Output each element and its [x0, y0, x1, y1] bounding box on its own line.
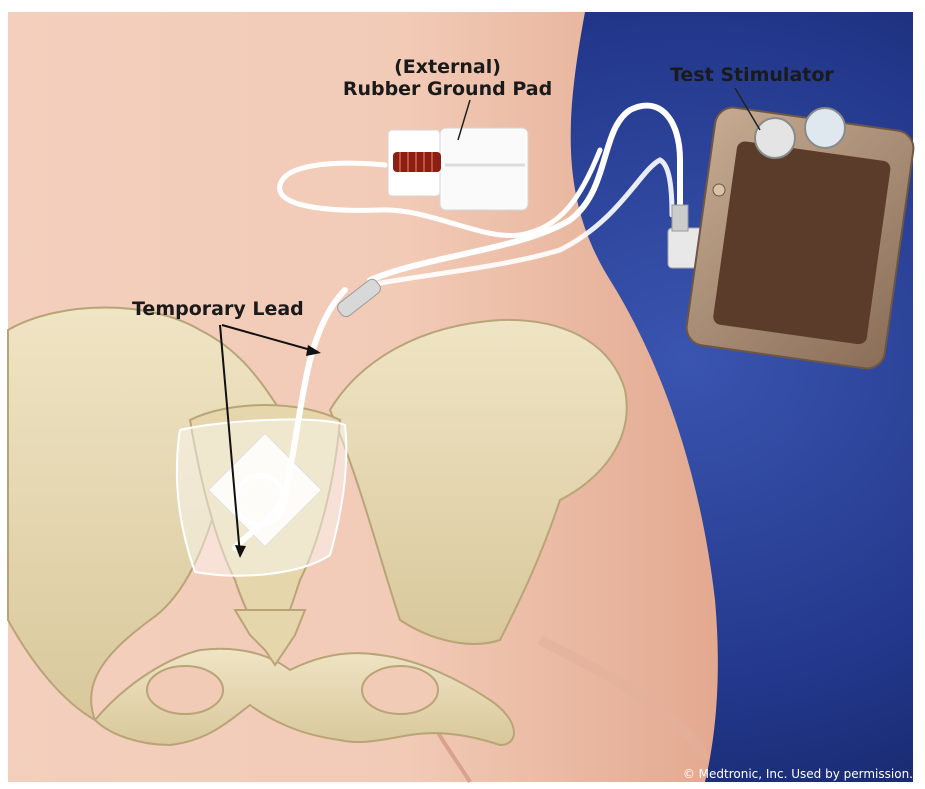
label-ground-pad-line2: Rubber Ground Pad [340, 78, 555, 100]
stimulator-knob-left [755, 118, 795, 158]
obturator-right [362, 666, 438, 714]
obturator-left [147, 666, 223, 714]
ground-pad-large [440, 128, 528, 210]
test-stimulator-panel [712, 140, 891, 345]
label-ground-pad-line1: (External) [340, 56, 555, 78]
stimulator-knob-right [805, 108, 845, 148]
label-ground-pad: (External) Rubber Ground Pad [340, 56, 555, 100]
label-temporary-lead: Temporary Lead [132, 298, 304, 320]
label-test-stimulator: Test Stimulator [670, 64, 834, 86]
credit-text: © Medtronic, Inc. Used by permission. [683, 767, 913, 781]
